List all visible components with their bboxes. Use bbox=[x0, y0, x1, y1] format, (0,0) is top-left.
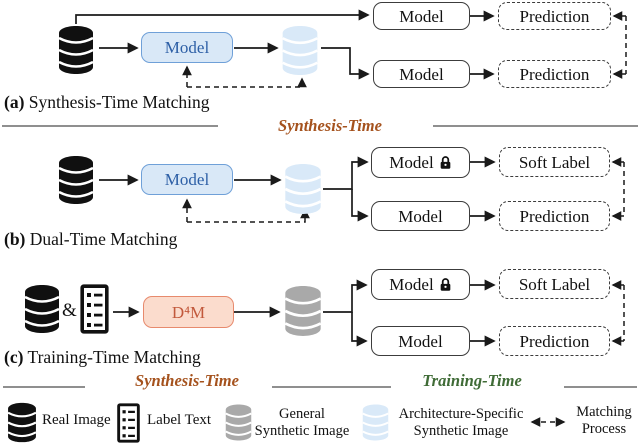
d4m-label: D⁴M bbox=[171, 302, 206, 322]
prediction2-box-a: Prediction bbox=[498, 60, 611, 88]
legend-general-line2: Synthetic Image bbox=[254, 422, 350, 439]
softlabel-box-b: Soft Label bbox=[499, 147, 610, 177]
prediction-label-b: Prediction bbox=[519, 206, 590, 226]
eval-model-box-c: Model bbox=[371, 326, 470, 356]
eval-model2-box-a: Model bbox=[373, 60, 470, 88]
softlabel-box-c: Soft Label bbox=[499, 269, 610, 299]
real-image-db-icon-b bbox=[58, 155, 94, 205]
caption-a-text: Synthesis-Time Matching bbox=[28, 92, 210, 112]
caption-c: (c) Training-Time Matching bbox=[4, 347, 201, 368]
legend-matching-line1: Matching bbox=[576, 404, 632, 420]
arch-synthetic-db-icon-b bbox=[284, 163, 322, 215]
legend-real-image-db-icon bbox=[7, 402, 37, 443]
caption-c-tag: (c) bbox=[4, 347, 24, 367]
caption-a-tag: (a) bbox=[4, 92, 25, 112]
legend-general-synthetic-db-icon bbox=[225, 403, 252, 442]
legend-arch-line2: Synthetic Image bbox=[413, 422, 509, 439]
b-synthetic-branch-top bbox=[323, 156, 369, 190]
legend-arch-synthetic-label: Architecture-Specific Synthetic Image bbox=[390, 406, 532, 439]
legend-label-text-label: Label Text bbox=[147, 412, 212, 428]
bottom-synthesis-time-header: Synthesis-Time bbox=[135, 371, 239, 390]
d4m-box: D⁴M bbox=[143, 296, 234, 328]
eval-model2-label-a: Model bbox=[399, 64, 444, 84]
caption-b: (b) Dual-Time Matching bbox=[4, 229, 177, 250]
generator-model-box-b: Model bbox=[141, 164, 233, 195]
prediction2-label-a: Prediction bbox=[519, 64, 590, 84]
locked-model-label-b: Model bbox=[389, 153, 434, 172]
prediction-label-c: Prediction bbox=[519, 331, 590, 351]
generator-model-box-a: Model bbox=[141, 32, 233, 63]
legend-arch-synthetic-db-icon bbox=[362, 403, 389, 442]
general-synthetic-db-icon-c bbox=[284, 285, 322, 337]
softlabel-label-b: Soft Label bbox=[518, 152, 591, 172]
prediction1-box-a: Prediction bbox=[498, 2, 611, 30]
legend-general-line1: General bbox=[279, 406, 325, 422]
caption-a: (a) Synthesis-Time Matching bbox=[4, 92, 209, 113]
bottom-training-time-header: Training-Time bbox=[422, 371, 522, 390]
a-real-to-top-model-rail bbox=[75, 9, 370, 24]
legend-general-synthetic-label: General Synthetic Image bbox=[252, 406, 352, 439]
legend-matching-process-label: Matching Process bbox=[571, 404, 637, 437]
generator-model-label-a: Model bbox=[164, 38, 210, 57]
prediction-box-c: Prediction bbox=[499, 326, 610, 356]
legend-arch-line1: Architecture-Specific bbox=[398, 406, 524, 422]
legend-matching-line2: Process bbox=[581, 420, 627, 437]
locked-model-box-c: Model bbox=[371, 269, 470, 300]
label-text-icon-c bbox=[80, 284, 109, 334]
caption-b-text: Dual-Time Matching bbox=[29, 229, 178, 249]
b-synthetic-branch-bottom bbox=[351, 189, 369, 222]
ampersand: & bbox=[62, 300, 77, 321]
locked-model-box-b: Model bbox=[371, 147, 470, 178]
arch-synthetic-db-icon-a bbox=[281, 25, 319, 76]
a-match-to-synthetic bbox=[187, 77, 307, 88]
eval-model-label-b: Model bbox=[398, 206, 443, 226]
real-image-db-icon bbox=[58, 25, 94, 75]
caption-b-tag: (b) bbox=[4, 229, 26, 249]
c-synthetic-branch-top bbox=[323, 279, 368, 313]
legend-real-image-label: Real Image bbox=[42, 412, 111, 428]
generator-model-label-b: Model bbox=[164, 170, 210, 189]
caption-c-text: Training-Time Matching bbox=[27, 347, 201, 367]
real-image-db-icon-c bbox=[24, 284, 60, 334]
locked-model-label-c: Model bbox=[389, 275, 434, 294]
eval-model-label-c: Model bbox=[398, 331, 443, 351]
c-synthetic-branch-bottom bbox=[351, 312, 368, 347]
lock-icon bbox=[439, 277, 452, 292]
softlabel-label-c: Soft Label bbox=[518, 274, 591, 294]
eval-model-box-b: Model bbox=[371, 201, 470, 231]
mid-synthesis-time-header: Synthesis-Time bbox=[278, 116, 382, 135]
a-synthetic-to-bottom-model bbox=[321, 47, 370, 80]
eval-model1-box-a: Model bbox=[373, 2, 470, 30]
prediction1-label-a: Prediction bbox=[519, 6, 590, 26]
eval-model1-label-a: Model bbox=[399, 6, 444, 26]
legend-label-text-icon bbox=[116, 403, 141, 443]
lock-icon bbox=[439, 155, 452, 170]
prediction-box-b: Prediction bbox=[499, 201, 610, 231]
